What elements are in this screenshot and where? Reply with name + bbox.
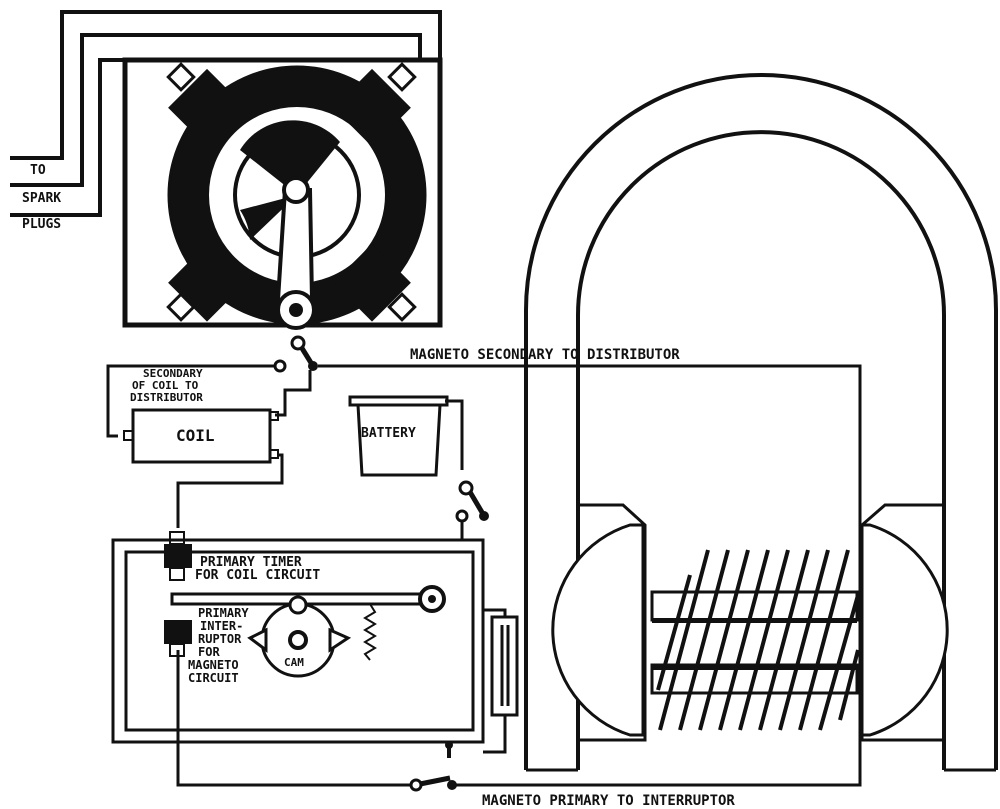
label-interruptor-3: RUPTOR (198, 632, 242, 646)
label-to: TO (30, 163, 46, 178)
contact-block-top-right (333, 62, 417, 147)
label-secondary-coil-2: OF COIL TO (132, 379, 199, 392)
distributor (10, 10, 443, 330)
label-secondary-coil-1: SECONDARY (143, 367, 203, 380)
label-magneto-secondary: MAGNETO SECONDARY TO DISTRIBUTOR (410, 347, 680, 363)
rotor-arm (275, 188, 315, 302)
magneto (524, 73, 998, 772)
contact-block-top-left (166, 62, 246, 147)
coil: COIL (123, 408, 279, 464)
rotor-segment (240, 120, 340, 195)
label-cam: CAM (284, 656, 304, 669)
contact-block-bottom-left (166, 243, 246, 322)
label-interruptor-5: MAGNETO (188, 658, 239, 672)
label-interruptor-4: FOR (198, 645, 220, 659)
horseshoe-magnet (524, 73, 998, 770)
label-secondary-coil-3: DISTRIBUTOR (130, 391, 203, 404)
magneto-primary-switch (409, 775, 457, 792)
label-plugs: PLUGS (22, 217, 61, 232)
condenser (490, 615, 519, 717)
contact-block-bottom-right (333, 243, 417, 322)
cam: CAM (247, 595, 352, 678)
label-battery: BATTERY (361, 426, 416, 441)
label-magneto-primary: MAGNETO PRIMARY TO INTERRUPTOR (482, 793, 735, 809)
distributor-switch (273, 335, 318, 373)
battery-switch (455, 480, 489, 523)
pole-piece-left (578, 503, 647, 742)
armature-winding (656, 549, 860, 731)
label-interruptor-1: PRIMARY (198, 606, 249, 620)
timer-interruptor-box: CAM (111, 531, 485, 744)
label-interruptor-6: CIRCUIT (188, 671, 239, 685)
label-primary-timer-1: PRIMARY TIMER (200, 555, 302, 570)
ground-switch (445, 741, 453, 758)
battery: BATTERY (348, 395, 449, 477)
label-coil: COIL (176, 426, 215, 445)
label-primary-timer-2: FOR COIL CIRCUIT (195, 568, 320, 583)
label-interruptor-2: INTER- (200, 619, 243, 633)
label-spark: SPARK (22, 191, 61, 206)
